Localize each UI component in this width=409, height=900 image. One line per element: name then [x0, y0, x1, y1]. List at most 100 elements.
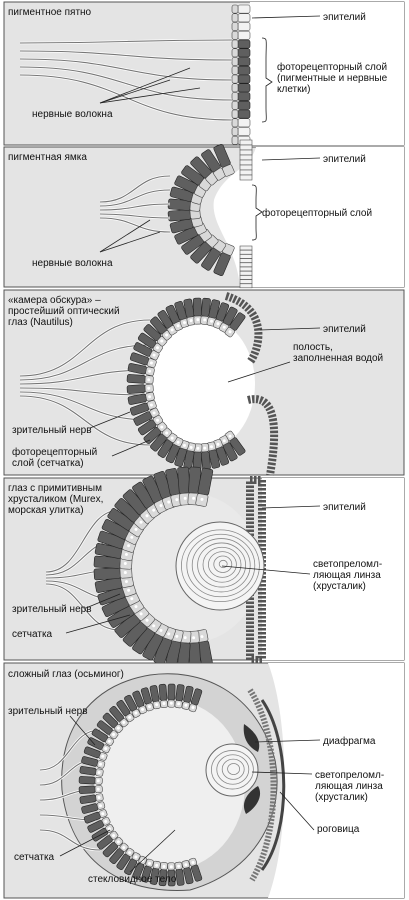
leader-line [251, 771, 313, 775]
cell-inner [222, 164, 235, 177]
leader-line [221, 565, 311, 575]
receptor-cell [126, 383, 154, 394]
cornea [260, 699, 286, 871]
cell-nucleus [148, 395, 152, 399]
receptor-cell [158, 862, 168, 887]
nerve-fiber [19, 39, 233, 44]
label-optic-nerve: зрительный нерв [12, 425, 92, 436]
nerve-fibers [99, 174, 171, 234]
retina-cells [93, 466, 214, 670]
cell-nucleus [192, 636, 196, 640]
receptor-cell [192, 443, 203, 471]
cell-nucleus [228, 434, 232, 438]
lens-ring [207, 551, 237, 578]
cell-nucleus [162, 701, 166, 705]
receptor-cell [109, 842, 129, 865]
receptor-cell [140, 858, 154, 883]
receptor-cell [237, 65, 251, 75]
receptor-cell [83, 809, 108, 824]
lens-ring [210, 750, 254, 790]
cell-nucleus [170, 436, 174, 440]
cell-nucleus [159, 628, 163, 632]
cell-nucleus [162, 865, 166, 869]
cell-nucleus [134, 855, 138, 859]
cell-nucleus [101, 812, 105, 816]
epithelial-cell [239, 249, 253, 255]
leader-line [261, 505, 321, 509]
receptor-cell [237, 39, 251, 49]
nerve-fiber [45, 583, 121, 631]
leader-line [227, 361, 291, 383]
leader-line [59, 829, 111, 857]
nerve-fiber [19, 395, 151, 446]
label-iris: диафрагма [323, 735, 376, 747]
cell-nucleus [101, 754, 105, 758]
cell-nucleus [159, 504, 163, 508]
retina-cells [78, 683, 203, 887]
cell-body [167, 683, 176, 701]
receptor-cell [102, 712, 124, 733]
receptor-cell [212, 438, 230, 466]
epithelial-cell [239, 245, 253, 251]
cell-inner [231, 30, 239, 40]
receptor-cell [137, 332, 164, 354]
receptor-cell [237, 22, 251, 31]
cell-inner [231, 135, 239, 145]
receptor-cell [157, 432, 178, 458]
nerve-fiber [19, 391, 151, 421]
receptor-cell [140, 687, 154, 712]
cell-nucleus [123, 561, 127, 565]
leader-line [279, 791, 315, 831]
cell-nucleus [97, 770, 101, 774]
leader-line [259, 327, 321, 331]
cell-nucleus [148, 705, 152, 709]
label-epithelium: эпителий [323, 502, 366, 513]
cell-nucleus [169, 701, 173, 705]
nerve-fiber [99, 213, 171, 219]
vitreous-body [95, 700, 245, 870]
receptor-cell [81, 801, 106, 814]
receptor-cell [133, 342, 160, 361]
leader-line [111, 439, 151, 457]
lens-ring [197, 542, 247, 588]
epithelial-cell [239, 283, 253, 289]
receptor-cell [127, 392, 155, 405]
cell-inner [231, 92, 239, 101]
label-epithelium: эпителий [323, 324, 366, 335]
cell-nucleus [148, 369, 152, 373]
lens-ring [191, 538, 251, 593]
cell-nucleus [124, 552, 128, 556]
lens-ring [218, 559, 228, 569]
cell-nucleus [134, 711, 138, 715]
cell-inner [231, 109, 239, 119]
receptor-cell [109, 705, 129, 728]
receptor-cell [124, 852, 141, 876]
nerve-fiber [19, 66, 233, 101]
receptor-cell [192, 297, 203, 325]
receptor-cell [237, 92, 251, 101]
lens-ring [227, 763, 241, 775]
cell-body [93, 567, 121, 581]
nerve-fiber [45, 509, 121, 573]
cell-nucleus [145, 618, 149, 622]
cell-inner [231, 4, 239, 14]
panel-complex-eye: сложный глаз (осьминог) зрительный нерв … [3, 662, 405, 899]
label-epithelium: эпителий [323, 154, 366, 165]
cell-nucleus [124, 580, 128, 584]
nerve-fibers [19, 38, 233, 122]
receptor-cell [174, 684, 185, 709]
cell-nucleus [189, 445, 193, 449]
leader-line [69, 715, 96, 746]
cell-body [78, 776, 96, 785]
receptor-cell [96, 720, 119, 740]
receptor-cell [181, 685, 194, 710]
water-cavity [145, 316, 255, 452]
cell-nucleus [107, 739, 111, 743]
cell-nucleus [192, 496, 196, 500]
cell-nucleus [139, 520, 143, 524]
cell-nucleus [155, 863, 159, 867]
cell-body [167, 209, 191, 222]
panel-pigment-pit: пигментная ямка эпителий фоторецепторный… [3, 139, 405, 289]
receptor-cell [237, 83, 251, 93]
